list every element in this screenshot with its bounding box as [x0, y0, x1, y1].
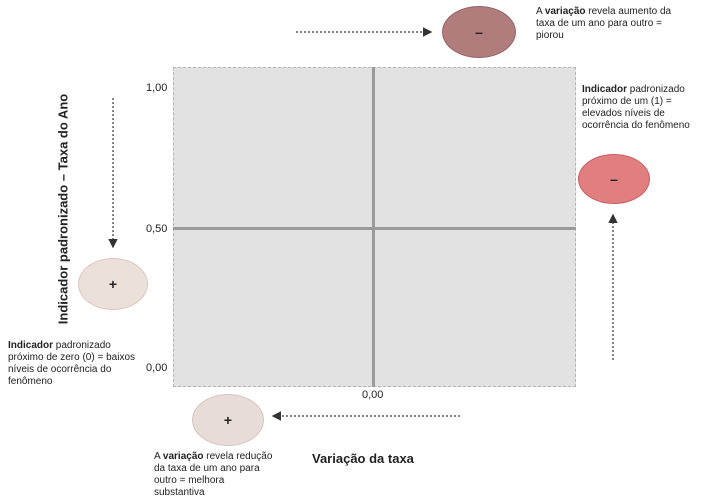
plus-sign: + — [223, 412, 233, 428]
minus-sign: – — [610, 171, 618, 187]
x-axis-title: Variação da taxa — [312, 451, 414, 466]
note-top-text: revela aumento da taxa de um ano para ou… — [536, 6, 672, 41]
note-bottom-bold: variação — [162, 451, 204, 462]
note-left-text: padronizado próximo de zero (0) = baixos… — [8, 340, 136, 387]
note-left: Indicador padronizado próximo de zero (0… — [8, 340, 140, 388]
horizontal-divider — [173, 227, 576, 230]
note-bottom: A variação revela redução da taxa de um … — [154, 451, 274, 499]
x-tick-mid: 0,00 — [362, 389, 384, 401]
note-right-bold: Indicador — [582, 84, 628, 95]
note-top-bold: variação — [544, 6, 586, 17]
circle-right-minus: – — [578, 154, 650, 204]
plus-sign: + — [108, 276, 118, 292]
note-left-bold: Indicador — [8, 340, 54, 351]
y-tick-bottom: 0,00 — [146, 362, 168, 374]
note-bottom-prefix: A — [154, 451, 163, 462]
note-top-prefix: A — [536, 6, 545, 17]
minus-sign: – — [475, 24, 483, 40]
note-right: Indicador padronizado próximo de um (1) … — [582, 84, 712, 132]
circle-bottom-plus: + — [192, 394, 264, 446]
y-tick-top: 1,00 — [146, 82, 168, 94]
note-top: A variação revela aumento da taxa de um … — [536, 6, 676, 42]
circle-top-minus: – — [442, 6, 516, 58]
note-bottom-text: revela redução da taxa de um ano para ou… — [154, 451, 273, 498]
circle-left-plus: + — [78, 258, 148, 310]
y-tick-mid: 0,50 — [146, 223, 168, 235]
note-right-text: padronizado próximo de um (1) = elevados… — [582, 84, 690, 131]
